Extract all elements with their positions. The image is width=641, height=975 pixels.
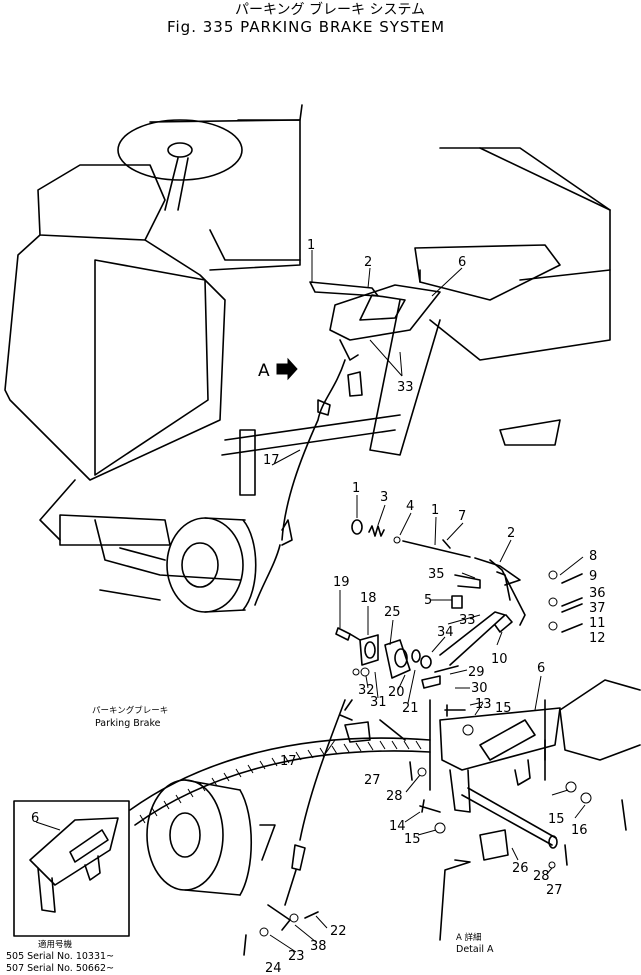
callout-10: 10 [491, 652, 508, 667]
inset-bracket-illustration [29, 817, 119, 913]
inset-box [13, 800, 130, 937]
title-english: Fig. 335 PARKING BRAKE SYSTEM [167, 18, 445, 36]
applicability-jp: 適用号機 [38, 939, 73, 950]
callout-7: 7 [458, 509, 466, 524]
detail-label-en: Detail A [456, 944, 494, 955]
callout-31: 31 [370, 695, 387, 710]
parking-brake-band [129, 719, 431, 826]
callout-3: 3 [380, 490, 388, 505]
callout-5: 5 [424, 593, 432, 608]
callout-19: 19 [333, 575, 350, 590]
callout-2-upper: 2 [364, 255, 372, 270]
title-japanese: パーキング ブレーキ システム [235, 1, 425, 18]
callout-1-upper: 1 [307, 238, 315, 253]
callout-36: 36 [589, 586, 606, 601]
callout-17-upper: 17 [263, 453, 280, 468]
exploded-parts-illustration [335, 519, 641, 941]
callout-13: 13 [475, 697, 492, 712]
applicability-line-2: 507 Serial No. 50662~ [6, 963, 114, 974]
callout-21: 21 [402, 701, 419, 716]
callout-38: 38 [310, 939, 327, 954]
callout-22: 22 [330, 924, 347, 939]
callout-18: 18 [360, 591, 377, 606]
callout-15-left: 15 [404, 832, 421, 847]
callout-24: 24 [265, 961, 282, 975]
callout-6-inset: 6 [31, 811, 39, 826]
callout-27-right: 27 [546, 883, 563, 898]
callout-16: 16 [571, 823, 588, 838]
callout-17-lower: 17 [280, 754, 297, 769]
callout-8: 8 [589, 549, 597, 564]
callout-1-rod: 1 [431, 503, 439, 518]
callout-14: 14 [389, 819, 406, 834]
callout-2-lever: 2 [507, 526, 515, 541]
callout-20: 20 [388, 685, 405, 700]
callout-6-upper: 6 [458, 255, 466, 270]
callouts: 1 2 6 33 17 1 3 4 1 7 2 8 9 36 37 11 12 … [31, 238, 606, 975]
callout-11: 11 [589, 616, 606, 631]
callout-1-cap: 1 [352, 481, 360, 496]
callout-4: 4 [406, 499, 414, 514]
callout-9: 9 [589, 569, 597, 584]
view-arrow-icon [276, 357, 298, 381]
callout-33-upper: 33 [397, 380, 414, 395]
applicability-line-1: 505 Serial No. 10331~ [6, 951, 114, 962]
callout-37: 37 [589, 601, 606, 616]
leader-lines [35, 250, 586, 953]
callout-28-left: 28 [386, 789, 403, 804]
parking-brake-label-jp: パーキングブレーキ [92, 705, 168, 716]
callout-32: 32 [358, 683, 375, 698]
callout-15-mid: 15 [495, 701, 512, 716]
callout-23: 23 [288, 949, 305, 964]
callout-25: 25 [384, 605, 401, 620]
callout-29: 29 [468, 665, 485, 680]
callout-26: 26 [512, 861, 529, 876]
callout-12: 12 [589, 631, 606, 646]
callout-33-lower: 33 [459, 613, 476, 628]
callout-30: 30 [471, 681, 488, 696]
callout-15-right: 15 [548, 812, 565, 827]
callout-34: 34 [437, 625, 454, 640]
vehicle-body-illustration [4, 104, 611, 613]
callout-28-right: 28 [533, 869, 550, 884]
lower-brake-drum [146, 699, 353, 956]
view-marker-a: A [258, 361, 270, 381]
parking-brake-label-en: Parking Brake [95, 718, 161, 729]
detail-label-jp: A 詳細 [456, 932, 482, 943]
callout-6-detail: 6 [537, 661, 545, 676]
callout-35: 35 [428, 567, 445, 582]
callout-27-left: 27 [364, 773, 381, 788]
